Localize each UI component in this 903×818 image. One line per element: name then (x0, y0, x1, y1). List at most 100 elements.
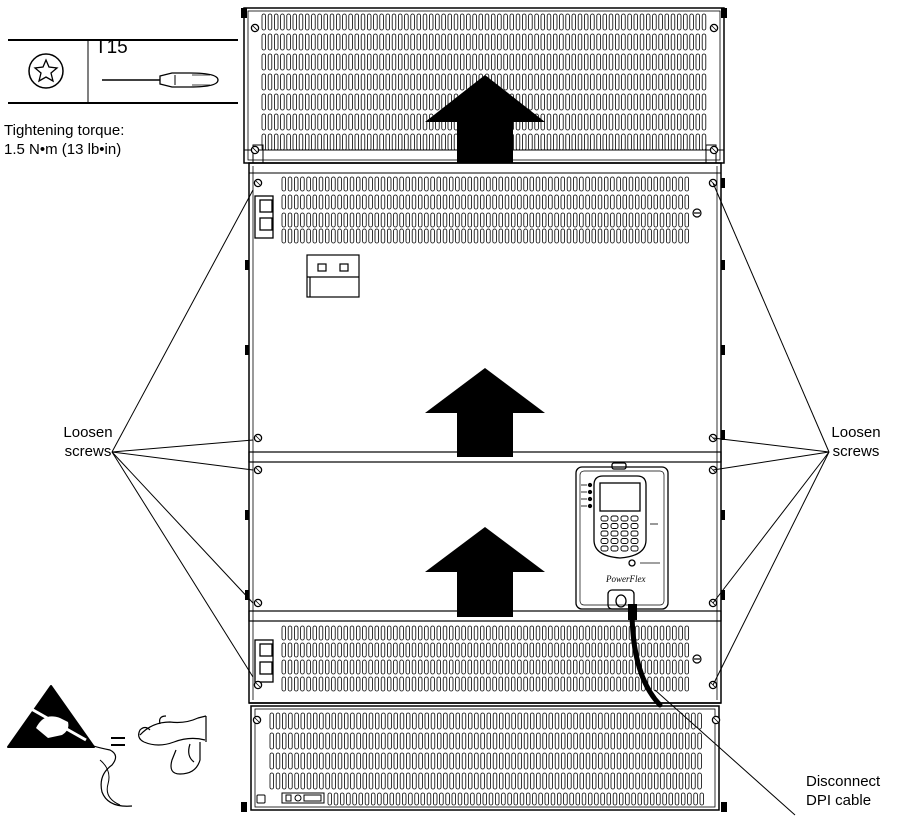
vent-slot (304, 93, 310, 111)
vent-slot (362, 712, 367, 730)
vent-slot (560, 194, 565, 210)
vent-slot (386, 228, 392, 244)
vent-slot (436, 732, 442, 750)
vent-slot (461, 732, 467, 750)
vent-slot (627, 53, 632, 71)
vent-slot (691, 732, 696, 750)
vent-slot (666, 659, 671, 675)
vent-slot (683, 33, 688, 51)
vent-slot (323, 53, 328, 71)
vent-slot (604, 659, 609, 675)
vent-slot (478, 53, 483, 71)
vent-slot (615, 113, 620, 131)
vent-slot (598, 712, 603, 730)
vent-slot (342, 13, 347, 31)
vent-slot (510, 228, 516, 244)
vent-slot (588, 792, 593, 806)
vent-slot (312, 732, 318, 750)
keypad-key (630, 523, 639, 529)
vent-slot (286, 113, 291, 131)
vent-slot (591, 228, 596, 244)
vent-slot (573, 228, 578, 244)
vent-slot (404, 113, 409, 131)
vent-slot (324, 228, 330, 244)
vent-slot (280, 33, 285, 51)
vent-slot (442, 659, 448, 675)
vent-slot (479, 642, 485, 658)
vent-slot (536, 752, 541, 770)
vent-slot (653, 642, 658, 658)
vent-slot (621, 133, 626, 151)
vent-slot (355, 659, 361, 675)
vent-slot (561, 752, 566, 770)
vent-slot (590, 33, 595, 51)
vent-slot (366, 33, 372, 51)
vent-slot (461, 659, 466, 675)
vent-slot (604, 194, 609, 210)
vent-slot (453, 53, 459, 71)
vent-slot (608, 53, 614, 71)
vent-slot (385, 33, 390, 51)
vent-slot (329, 33, 335, 51)
torque-value: 1.5 N•m (13 lb•in) (4, 141, 122, 158)
vent-slot (422, 13, 428, 31)
vent-slot (602, 53, 607, 71)
vent-slot (647, 176, 652, 192)
vent-slot (298, 33, 304, 51)
vent-slot (542, 642, 547, 658)
vent-slot (287, 176, 293, 192)
vent-slot (591, 659, 596, 675)
vent-slot (635, 194, 640, 210)
vent-slot (579, 676, 584, 692)
vent-slot (331, 642, 336, 658)
vent-slot (678, 194, 683, 210)
vent-slot (628, 676, 634, 692)
vent-slot (566, 228, 572, 244)
vent-slot (349, 176, 355, 192)
vent-slot (659, 659, 665, 675)
vent-slot (592, 732, 597, 750)
keypad-key (610, 523, 619, 529)
vent-slot (324, 625, 330, 641)
vent-slot (442, 676, 448, 692)
vent-slot (678, 625, 683, 641)
vent-slot (629, 772, 634, 790)
vent-slot (337, 732, 343, 750)
vent-slot (273, 73, 279, 91)
vent-slot (486, 194, 491, 210)
vent-slot (416, 93, 421, 111)
vent-slot (417, 642, 423, 658)
vent-slot (565, 113, 570, 131)
vent-slot (447, 73, 452, 91)
vent-slot (273, 133, 279, 151)
vent-slot (269, 712, 274, 730)
vent-slot (280, 73, 285, 91)
vent-slot (654, 772, 659, 790)
vent-slot (436, 625, 441, 641)
vent-slot (447, 133, 452, 151)
vent-slot (577, 113, 583, 131)
vent-slot (658, 73, 663, 91)
vent-slot (672, 642, 677, 658)
vent-slot (261, 73, 266, 91)
vent-slot (523, 642, 528, 658)
vent-slot (573, 194, 578, 210)
vent-slot (602, 13, 607, 31)
vent-slot (561, 732, 566, 750)
vent-slot (535, 659, 541, 675)
vent-slot (355, 194, 361, 210)
vent-slot (633, 53, 638, 71)
vent-slot (294, 752, 299, 770)
vent-slot (522, 73, 527, 91)
vent-slot (522, 133, 527, 151)
vent-slot (362, 752, 367, 770)
vent-slot (354, 93, 359, 111)
vent-slot (466, 53, 471, 71)
vent-slot (393, 228, 398, 244)
vent-slot (439, 792, 444, 806)
vent-slot (647, 228, 652, 244)
vent-slot (399, 772, 405, 790)
vent-slot (473, 212, 479, 228)
vent-slot (565, 73, 570, 91)
vent-slot (455, 194, 460, 210)
